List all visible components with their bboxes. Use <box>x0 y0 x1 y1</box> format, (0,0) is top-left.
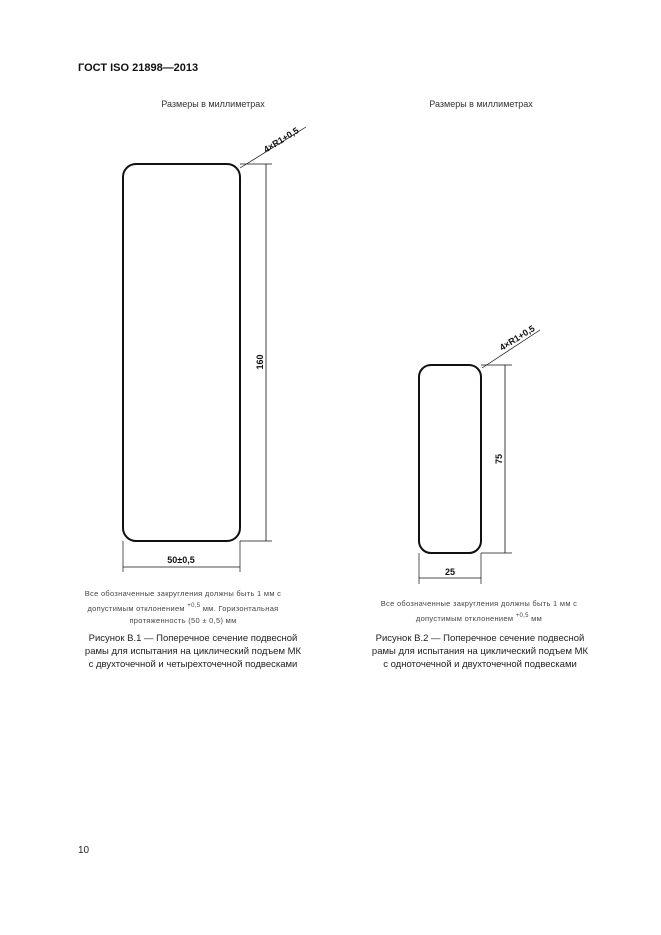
tolerance: +0,5 <box>515 613 529 619</box>
frame-section-2 <box>418 364 482 554</box>
figure1-radius-label: 4×R1+0,5 <box>262 125 301 154</box>
figure2-height-dim: 75 <box>494 454 504 464</box>
frame-section-1 <box>122 163 241 542</box>
note-text: мм <box>531 614 543 623</box>
caption-line: Рисунок В.2 — Поперечное сечение подвесн… <box>375 633 585 644</box>
note-text: допустимым отклонением <box>87 604 185 613</box>
note-text: допустимым отклонением <box>415 614 514 623</box>
figure2-drawing <box>418 329 541 584</box>
caption-line: с одноточечной и двухточечной подвесками <box>383 659 577 670</box>
figure1-note: Все обозначенные закругления должны быть… <box>73 588 293 627</box>
note-line: допустимым отклонением +0,5 мм. Горизонт… <box>73 600 293 615</box>
figure1-height-dim: 160 <box>255 354 265 369</box>
document-header: ГОСТ ISO 21898—2013 <box>78 62 199 74</box>
radius-leader-line <box>239 126 307 169</box>
figure1-caption: Рисунок В.1 — Поперечное сечение подвесн… <box>73 632 313 671</box>
caption-line: Рисунок В.1 — Поперечное сечение подвесн… <box>88 633 298 644</box>
figure2-width-dim: 25 <box>445 567 455 577</box>
caption-line: рамы для испытания на циклический подъем… <box>84 646 302 657</box>
note-line: протяженность (50 ± 0,5) мм <box>129 616 237 625</box>
figure2-units: Размеры в миллиметрах <box>429 99 533 109</box>
caption-line: с двухточечной и четырехточечной подвеск… <box>88 659 298 670</box>
figure1-units: Размеры в миллиметрах <box>161 99 265 109</box>
caption-line: рамы для испытания на циклический подъем… <box>371 646 589 657</box>
figure2-radius-label: 4×R1+0,5 <box>498 323 537 352</box>
figure2-note: Все обозначенные закругления должны быть… <box>369 598 589 625</box>
tolerance: +0,5 <box>187 603 201 609</box>
note-line: Все обозначенные закругления должны быть… <box>380 599 578 608</box>
figure1-width-dim: 50±0,5 <box>167 555 194 565</box>
note-line: допустимым отклонением +0,5 мм <box>369 610 589 625</box>
note-text: мм. Горизонтальная <box>202 604 279 613</box>
page-number: 10 <box>78 845 90 856</box>
note-line: Все обозначенные закругления должны быть… <box>84 589 282 598</box>
figure1-drawing <box>122 126 307 572</box>
figure2-caption: Рисунок В.2 — Поперечное сечение подвесн… <box>360 632 600 671</box>
